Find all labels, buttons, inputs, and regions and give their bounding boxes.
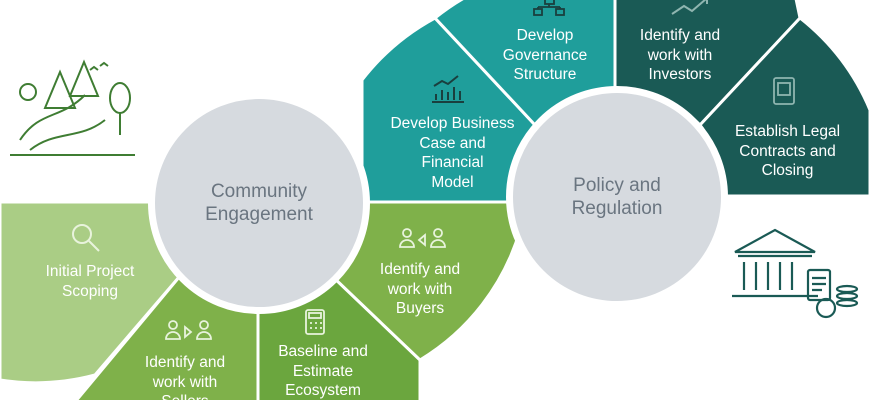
bar-chart-icon [432, 75, 464, 103]
hub-community-label: Community Engagement [205, 181, 313, 225]
hub-policy-regulation: Policy and Regulation [506, 86, 728, 308]
label-work-sellers: Identify and work with Sellers [144, 354, 226, 410]
trend-chart-icon [671, 0, 708, 15]
label-initial-scoping: Initial Project Scoping [45, 263, 135, 300]
label-work-investors: Identify and work with Investors [639, 27, 721, 83]
label-work-buyers: Identify and work with Buyers [379, 261, 461, 317]
people-exchange-icon [165, 320, 212, 340]
landscape-icon [10, 59, 135, 156]
magnifier-icon [72, 224, 100, 252]
org-chart-icon [533, 0, 565, 16]
label-legal-contracts: Establish Legal Contracts and Closing [734, 123, 841, 179]
label-governance: Develop Governance Structure [502, 27, 588, 83]
document-icon [773, 77, 795, 105]
hub-policy-label: Policy and Regulation [571, 175, 663, 219]
calculator-icon [305, 309, 325, 335]
hub-community-engagement: Community Engagement [148, 92, 370, 314]
label-business-case: Develop Business Case and Financial Mode… [390, 115, 515, 191]
label-baseline: Baseline and Estimate Ecosystem Services [278, 343, 368, 419]
bank-building-icon [732, 228, 859, 319]
process-diagram: Community Engagement Policy and Regulati… [0, 0, 870, 400]
people-exchange-icon [399, 228, 446, 248]
